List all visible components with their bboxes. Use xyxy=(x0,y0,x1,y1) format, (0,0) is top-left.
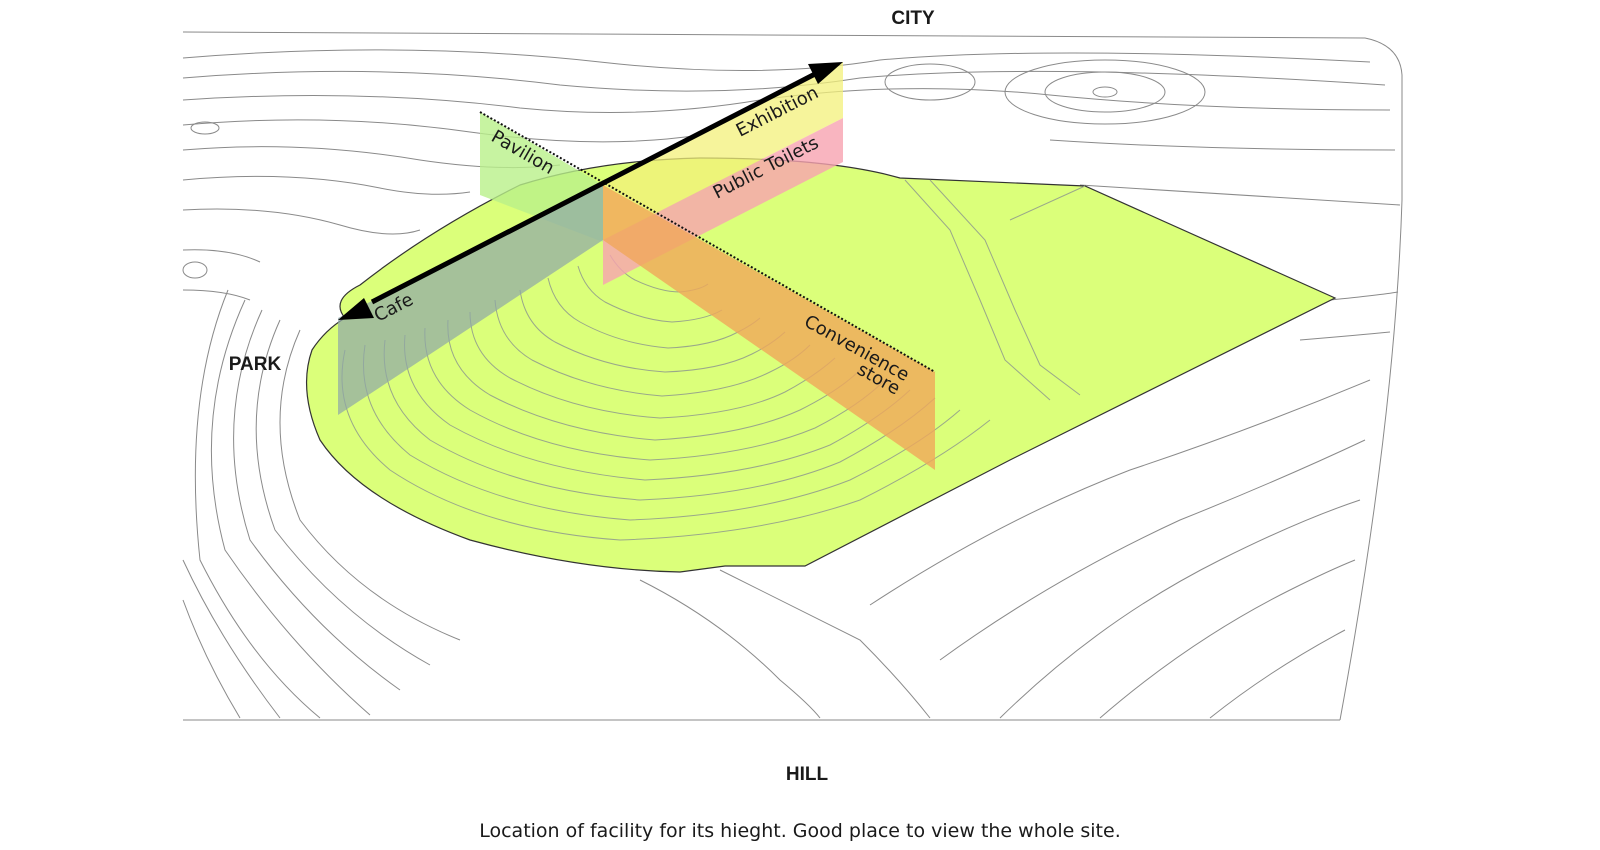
figure-caption: Location of facility for its hieght. Goo… xyxy=(479,820,1121,842)
exhibition-plane xyxy=(603,62,843,240)
arrow-head-park xyxy=(338,298,374,320)
hill-label: HILL xyxy=(786,764,829,785)
direction-arrow xyxy=(338,62,843,320)
city-label: CITY xyxy=(891,8,935,29)
dotted-axis-line xyxy=(479,111,936,373)
park-label: PARK xyxy=(229,354,282,375)
cafe-plane xyxy=(338,185,603,415)
convenience-plane xyxy=(603,185,935,470)
facility-planes xyxy=(338,62,935,470)
site-boundary xyxy=(182,31,1403,721)
arrow-head-city xyxy=(808,62,843,84)
